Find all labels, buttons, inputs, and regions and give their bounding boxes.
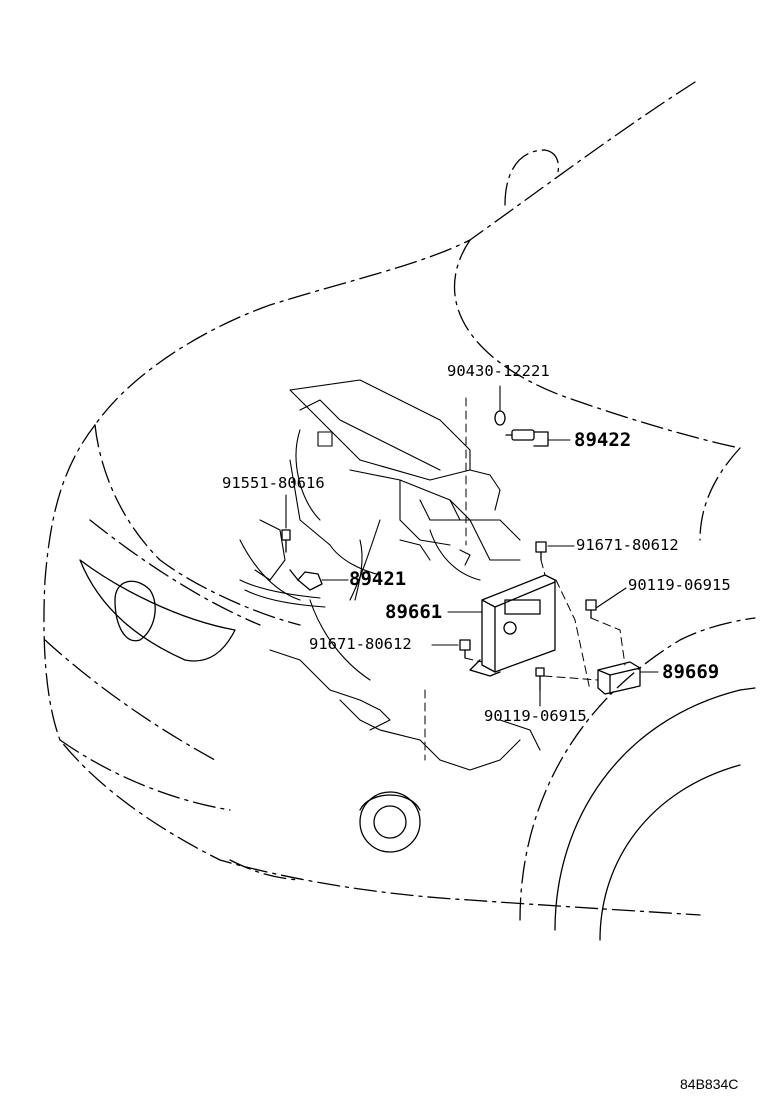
sensor-89422	[494, 410, 549, 447]
part-label-91671-80612-top[interactable]: 91671-80612	[576, 536, 679, 554]
part-label-91551-80616[interactable]: 91551-80616	[222, 474, 325, 492]
part-label-89422[interactable]: 89422	[574, 429, 632, 451]
bolt-91671-80612-left	[459, 639, 471, 659]
front-wheel	[554, 687, 756, 941]
bolt-90119-06915-top	[585, 599, 597, 619]
engine-block	[239, 379, 541, 771]
leader-lines	[285, 385, 659, 707]
car-body-outline	[43, 81, 756, 921]
part-label-89661[interactable]: 89661	[385, 601, 443, 623]
headlamp	[79, 559, 236, 662]
bracket-89669	[597, 661, 641, 695]
phantom-lines	[424, 397, 626, 761]
part-label-91671-80612-left[interactable]: 91671-80612	[309, 635, 412, 653]
ecu-89661	[469, 574, 556, 677]
bolt-91671-80612-top	[535, 541, 547, 561]
part-label-89669[interactable]: 89669	[662, 661, 720, 683]
bolt-91551-80616	[281, 529, 291, 553]
sensor-89421	[289, 569, 323, 591]
bolt-90119-06915-bottom	[535, 667, 545, 691]
diagram-code: 84B834C	[680, 1076, 739, 1092]
fog-lamp	[359, 791, 421, 853]
part-label-90430-12221[interactable]: 90430-12221	[447, 362, 550, 380]
part-label-90119-06915-top[interactable]: 90119-06915	[628, 576, 731, 594]
part-label-90119-06915-bottom[interactable]: 90119-06915	[484, 707, 587, 725]
part-label-89421[interactable]: 89421	[349, 568, 407, 590]
